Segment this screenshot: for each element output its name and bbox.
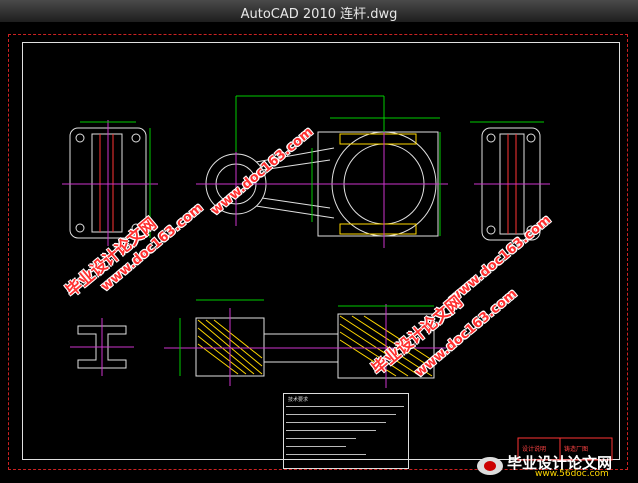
logo-icon — [477, 457, 503, 475]
notes-title: 技术要求 — [288, 397, 309, 403]
technical-notes-table: 技术要求 — [283, 393, 409, 469]
note-line — [286, 446, 346, 447]
logo-url: www.56doc.com — [535, 469, 609, 479]
note-line — [286, 438, 356, 439]
title-block — [517, 437, 613, 461]
main-front-view — [196, 95, 448, 248]
drawing-border-inner — [22, 42, 620, 460]
drawing-border-outer — [8, 34, 628, 470]
note-line — [286, 430, 376, 431]
note-line — [286, 414, 396, 415]
note-line — [286, 406, 404, 407]
left-side-view — [62, 120, 158, 246]
cad-drawing-svg — [62, 95, 613, 461]
window-title: AutoCAD 2010 连杆.dwg — [240, 7, 398, 22]
site-logo: 毕业设计论文网 www.56doc.com — [475, 452, 635, 480]
title-block-right-text: 铸造厂图 — [564, 446, 589, 453]
i-beam-section — [70, 318, 134, 376]
logo-text: 毕业设计论文网 — [507, 454, 613, 472]
note-line — [286, 422, 386, 423]
drawing-canvas[interactable]: 技术要求 设计说明 铸造厂图 www.doc163.com 毕业设计论文网 ww… — [0, 22, 638, 483]
title-bar: AutoCAD 2010 连杆.dwg — [0, 0, 638, 23]
note-line — [286, 454, 366, 455]
right-side-view — [470, 121, 550, 241]
title-block-left-text: 设计说明 — [522, 446, 547, 453]
section-view — [164, 299, 446, 388]
